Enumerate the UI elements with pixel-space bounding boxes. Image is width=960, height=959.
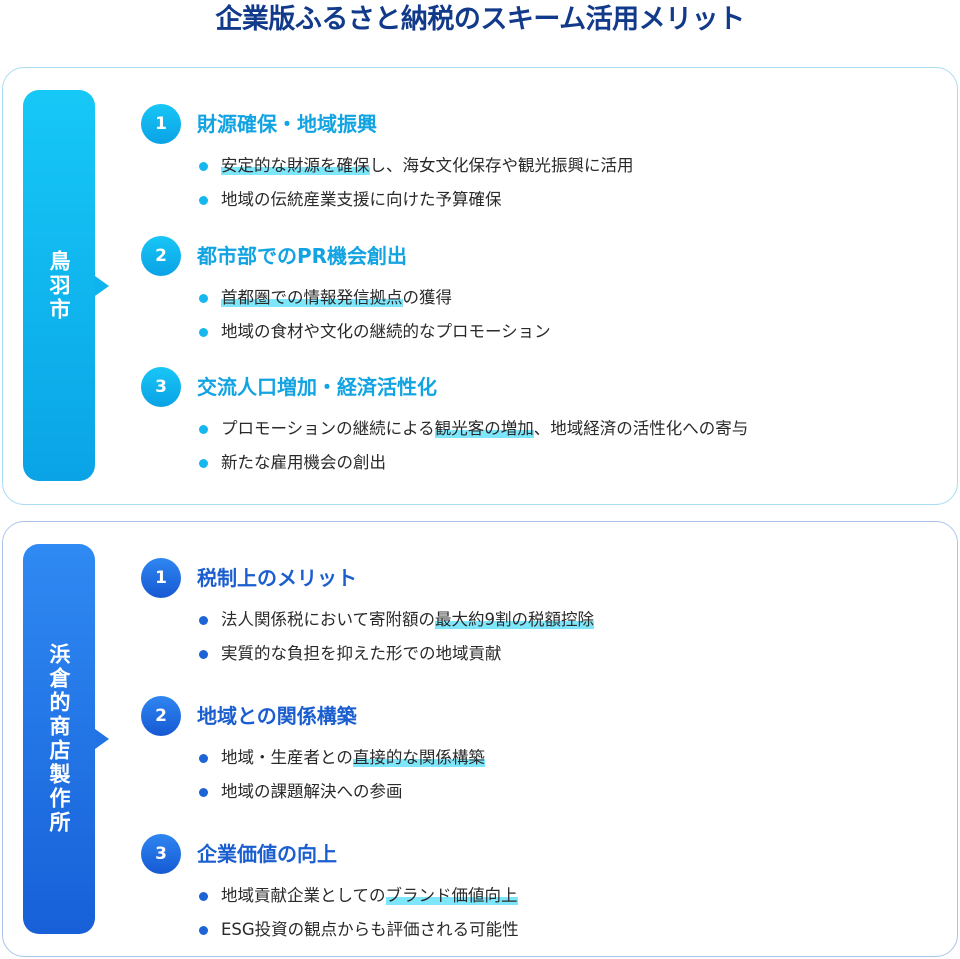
merit-heading: 財源確保・地域振興 bbox=[197, 112, 377, 136]
merit-heading: 地域との関係構築 bbox=[197, 704, 357, 728]
side-label-box: 浜倉的商店製作所 bbox=[23, 544, 109, 934]
bullet-dot-icon bbox=[199, 616, 208, 625]
bullet-dot-icon bbox=[199, 294, 208, 303]
bullet-text: 地域の課題解決への参画 bbox=[221, 782, 403, 801]
merit-heading: 都市部でのPR機会創出 bbox=[197, 244, 408, 268]
bullet-text: プロモーションの継続による bbox=[221, 419, 435, 438]
number-badge: 3 bbox=[141, 834, 181, 874]
highlight-text: 首都圏での情報発信拠点 bbox=[221, 288, 403, 307]
side-label: 鳥羽市 bbox=[47, 249, 71, 322]
highlight-text: 観光客の増加 bbox=[434, 419, 534, 438]
panel-toba: 鳥羽市 1 財源確保・地域振興 安定的な財源を確保し、海女文化保存や観光振興に活… bbox=[2, 67, 958, 505]
bullet-dot-icon bbox=[199, 926, 208, 935]
bullet-text: 法人関係税において寄附額の bbox=[221, 610, 436, 629]
bullet-text: ESG投資の観点からも評価される可能性 bbox=[221, 920, 519, 939]
merit-heading: 企業価値の向上 bbox=[197, 842, 337, 866]
side-label: 浜倉的商店製作所 bbox=[47, 643, 71, 835]
bullet-dot-icon bbox=[199, 328, 208, 337]
arrow-right-icon bbox=[95, 275, 109, 296]
number-badge: 1 bbox=[141, 558, 181, 598]
bullet-dot-icon bbox=[199, 754, 208, 763]
bullet-dot-icon bbox=[199, 425, 208, 434]
merit-heading: 交流人口増加・経済活性化 bbox=[197, 375, 437, 399]
highlight-text: 直接的な関係構築 bbox=[352, 748, 485, 767]
bullet-text: 実質的な負担を抑えた形での地域貢献 bbox=[221, 644, 502, 663]
bullet-text: し、海女文化保存や観光振興に活用 bbox=[369, 156, 634, 175]
highlight-text: ブランド価値向上 bbox=[385, 886, 518, 905]
bullet-text: 、地域経済の活性化への寄与 bbox=[533, 419, 749, 438]
side-label-box: 鳥羽市 bbox=[23, 90, 109, 481]
bullet-text: 地域・生産者との bbox=[221, 748, 353, 767]
highlight-text: 安定的な財源を確保 bbox=[221, 156, 370, 175]
bullet-text: 地域の伝統産業支援に向けた予算確保 bbox=[221, 190, 502, 209]
number-badge: 2 bbox=[141, 696, 181, 736]
number-badge: 2 bbox=[141, 236, 181, 276]
bullet-text: 地域貢献企業としての bbox=[221, 886, 386, 905]
highlight-text: 最大約9割の税額控除 bbox=[435, 610, 595, 629]
bullet-dot-icon bbox=[199, 788, 208, 797]
bullet-text: の獲得 bbox=[402, 288, 453, 307]
bullet-dot-icon bbox=[199, 196, 208, 205]
number-badge: 1 bbox=[141, 104, 181, 144]
merit-heading: 税制上のメリット bbox=[197, 566, 357, 590]
page-title: 企業版ふるさと納税のスキーム活用メリット bbox=[215, 4, 745, 35]
bullet-text: 地域の食材や文化の継続的なプロモーション bbox=[221, 322, 551, 341]
bullet-dot-icon bbox=[199, 650, 208, 659]
arrow-right-icon bbox=[95, 729, 109, 749]
bullet-dot-icon bbox=[199, 459, 208, 468]
panel-hamakura: 浜倉的商店製作所 1 税制上のメリット 法人関係税において寄附額の最大約9割の税… bbox=[2, 521, 958, 957]
bullet-dot-icon bbox=[199, 892, 208, 901]
bullet-dot-icon bbox=[199, 162, 208, 171]
bullet-text: 新たな雇用機会の創出 bbox=[221, 453, 386, 472]
number-badge: 3 bbox=[141, 367, 181, 407]
